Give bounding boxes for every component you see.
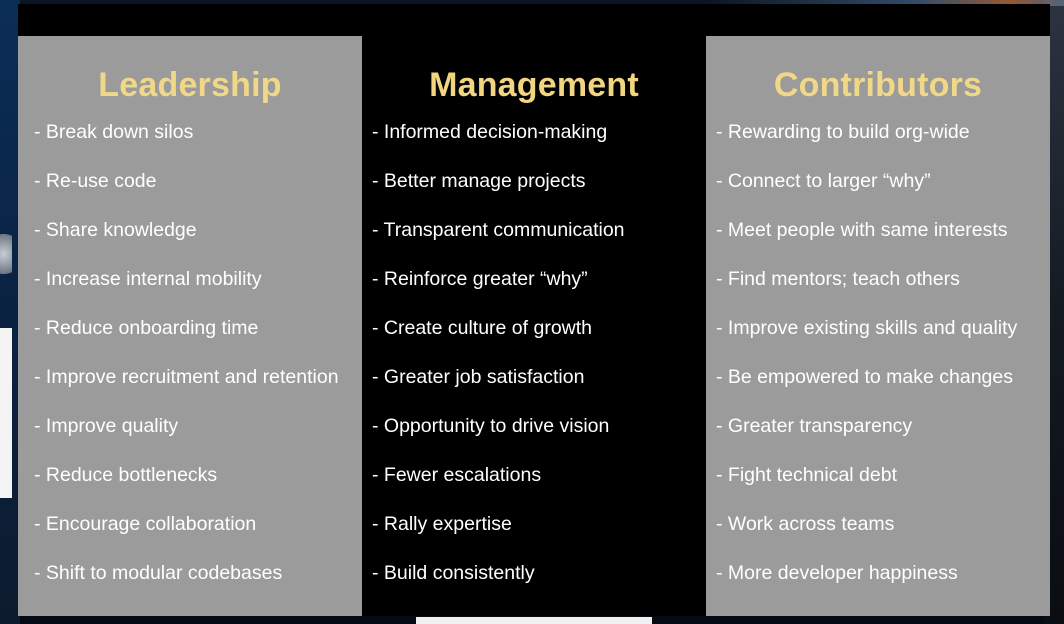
list-item: - Encourage collaboration — [34, 513, 257, 535]
column-title-management: Management — [429, 66, 639, 104]
background-left-graphic — [0, 222, 12, 286]
list-item: - Rewarding to build org-wide — [716, 121, 970, 143]
list-item: - Build consistently — [372, 562, 535, 584]
column-contributors: Contributors - Rewarding to build org-wi… — [706, 36, 1050, 616]
list-item: - Improve recruitment and retention — [34, 366, 339, 388]
list-item: - Greater transparency — [716, 415, 913, 437]
column-leadership: Leadership - Break down silos - Re-use c… — [18, 36, 362, 616]
slide-columns: Leadership - Break down silos - Re-use c… — [18, 36, 1050, 616]
management-list: - Informed decision-making - Better mana… — [372, 118, 712, 608]
list-item: - Work across teams — [716, 513, 895, 535]
list-item: - Better manage projects — [372, 170, 586, 192]
presentation-slide: Leadership - Break down silos - Re-use c… — [18, 4, 1050, 616]
list-item: - Informed decision-making — [372, 121, 608, 143]
list-item: - Opportunity to drive vision — [372, 415, 610, 437]
list-item: - Reduce onboarding time — [34, 317, 259, 339]
list-item: - Improve quality — [34, 415, 179, 437]
column-title-contributors: Contributors — [773, 66, 983, 104]
list-item: - Connect to larger “why” — [716, 170, 931, 192]
column-management: Management - Informed decision-making - … — [362, 36, 706, 616]
list-item: - Create culture of growth — [372, 317, 593, 339]
list-item: - More developer happiness — [716, 562, 958, 584]
list-item: - Meet people with same interests — [716, 219, 1008, 241]
list-item: - Fight technical debt — [716, 464, 898, 486]
list-item: - Rally expertise — [372, 513, 512, 535]
list-item: - Re-use code — [34, 170, 157, 192]
list-item: - Transparent communication — [372, 219, 625, 241]
list-item: - Increase internal mobility — [34, 268, 262, 290]
background-left-strip — [0, 0, 20, 624]
bottom-window-strip — [416, 617, 652, 624]
list-item: - Reinforce greater “why” — [372, 268, 588, 290]
column-title-leadership: Leadership — [98, 66, 282, 104]
list-item: - Be empowered to make changes — [716, 366, 1013, 388]
contributors-list: - Rewarding to build org-wide - Connect … — [716, 118, 1056, 608]
list-item: - Reduce bottlenecks — [34, 464, 218, 486]
list-item: - Shift to modular codebases — [34, 562, 283, 584]
background-left-window — [0, 328, 12, 498]
list-item: - Share knowledge — [34, 219, 197, 241]
list-item: - Fewer escalations — [372, 464, 542, 486]
list-item: - Greater job satisfaction — [372, 366, 585, 388]
list-item: - Improve existing skills and quality — [716, 317, 1018, 339]
list-item: - Find mentors; teach others — [716, 268, 960, 290]
list-item: - Break down silos — [34, 121, 194, 143]
leadership-list: - Break down silos - Re-use code - Share… — [34, 118, 374, 608]
background-top-glow — [700, 0, 1064, 6]
